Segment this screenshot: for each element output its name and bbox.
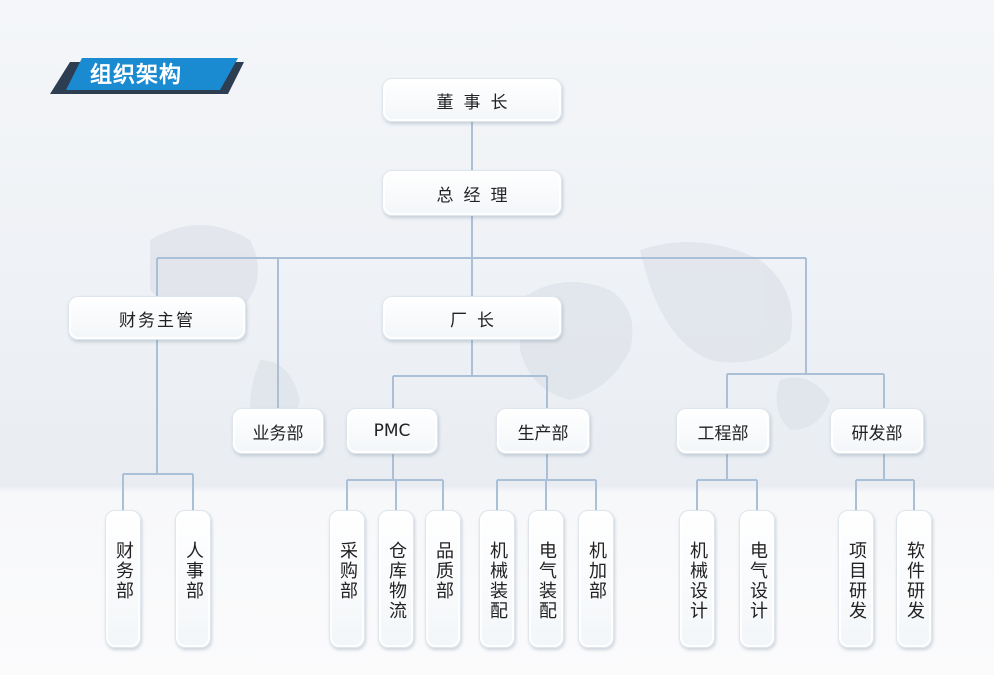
node-finance-supervisor: 财务主管 [68,296,246,340]
node-quality-dept: 品质部 [425,510,461,648]
node-machining: 机加部 [578,510,614,648]
node-sales-dept: 业务部 [232,408,324,454]
node-project-rd: 项目研发 [838,510,874,648]
page-title: 组织架构 [90,63,183,88]
title-banner-shape [50,58,244,94]
node-production-dept: 生产部 [496,408,590,454]
node-elec-assembly: 电气装配 [528,510,564,648]
node-factory-director: 厂长 [382,296,562,340]
node-software-rd: 软件研发 [896,510,932,648]
node-purchasing-dept: 采购部 [329,510,365,648]
node-chairman: 董事长 [382,78,562,122]
node-mech-assembly: 机械装配 [479,510,515,648]
node-engineering-dept: 工程部 [676,408,770,454]
node-elec-design: 电气设计 [739,510,775,648]
node-finance-dept: 财务部 [105,510,141,648]
node-rd-dept: 研发部 [830,408,924,454]
node-general-manager: 总经理 [382,170,562,216]
node-warehouse-logistics: 仓库物流 [378,510,414,648]
node-hr-dept: 人事部 [175,510,211,648]
node-mech-design: 机械设计 [679,510,715,648]
node-pmc: PMC [346,408,438,454]
